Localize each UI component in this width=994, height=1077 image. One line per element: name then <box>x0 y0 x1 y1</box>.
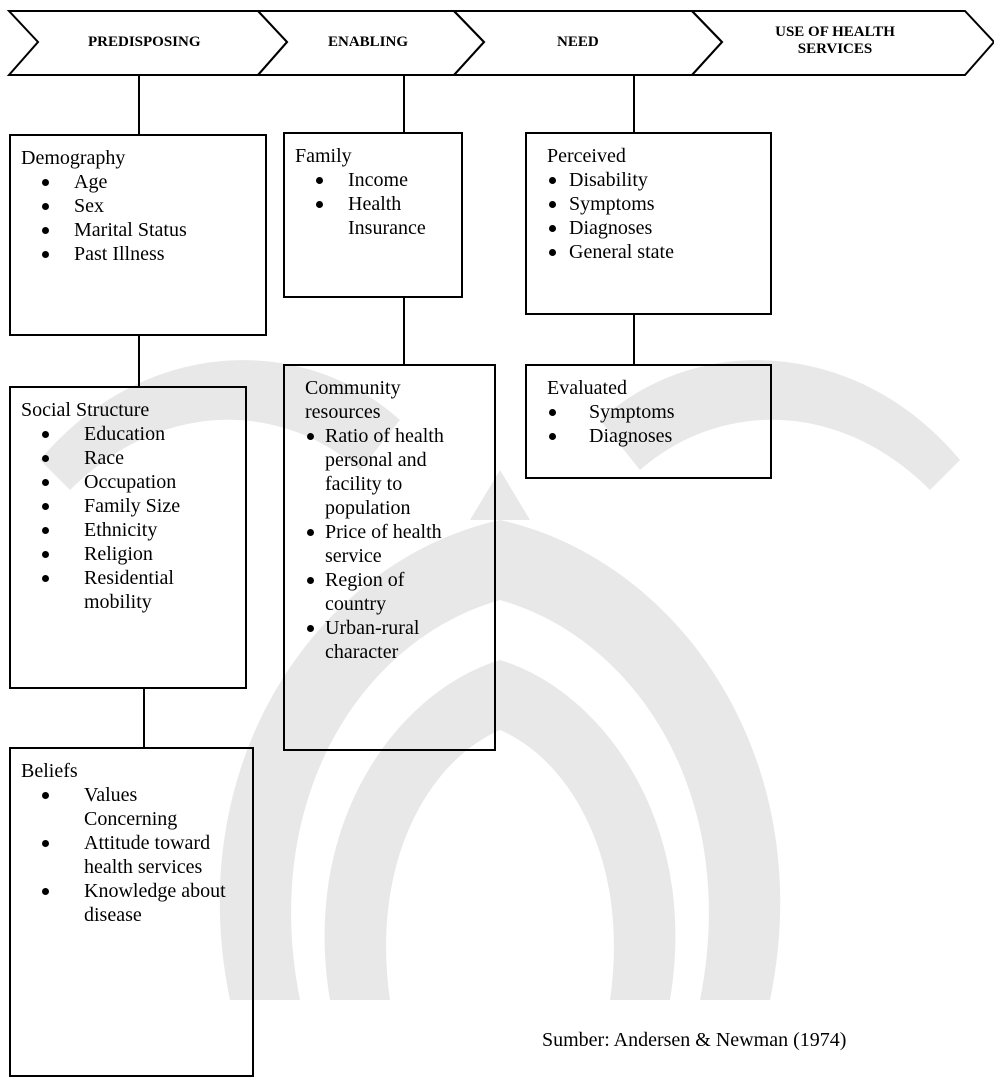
list-item: Health Insurance <box>295 192 448 240</box>
item-text: Region of country <box>325 569 405 615</box>
item-text: Age <box>74 171 108 193</box>
list-item: Income <box>295 168 461 192</box>
box-perceived: Perceived Disability Symptoms Diagnoses … <box>525 132 772 315</box>
list-item: Family Size <box>21 494 245 518</box>
stage-label-use-of-health-services: USE OF HEALTH SERVICES <box>765 24 905 58</box>
item-text: Marital Status <box>74 219 187 241</box>
evaluated-list: Symptoms Diagnoses <box>547 400 770 448</box>
item-text: Knowledge about disease <box>84 880 226 926</box>
list-item: Knowledge about disease <box>21 879 234 927</box>
list-item: General state <box>547 240 770 264</box>
item-text: Symptoms <box>589 401 675 423</box>
item-text: Attitude toward health services <box>84 832 211 878</box>
box-beliefs-title: Beliefs <box>21 760 78 782</box>
list-item: Symptoms <box>547 400 770 424</box>
list-item: Values Concerning <box>21 783 204 831</box>
stage-label-enabling: ENABLING <box>328 34 409 50</box>
list-item: Urban-rural character <box>305 616 465 664</box>
source-caption: Sumber: Andersen & Newman (1974) <box>542 1029 847 1051</box>
box-evaluated: Evaluated Symptoms Diagnoses <box>525 364 772 479</box>
connector-need-perceived <box>633 75 635 133</box>
box-demography: Demography Age Sex Marital Status Past I… <box>9 134 267 336</box>
connector-demography-social <box>138 335 140 387</box>
list-item: Price of health service <box>305 520 485 568</box>
item-text: Price of health service <box>325 521 442 567</box>
list-item: Occupation <box>21 470 245 494</box>
beliefs-list: Values Concerning Attitude toward health… <box>21 783 252 927</box>
item-text: Occupation <box>84 471 177 493</box>
list-item: Attitude toward health services <box>21 831 244 879</box>
item-text: Family Size <box>84 495 181 517</box>
item-text: Income <box>348 169 408 191</box>
box-family: Family Income Health Insurance <box>283 132 463 298</box>
item-text: Health Insurance <box>348 193 426 239</box>
connector-enabling-family <box>403 75 405 133</box>
list-item: Symptoms <box>547 192 770 216</box>
list-item: Race <box>21 446 245 470</box>
item-text: Ethnicity <box>84 519 158 541</box>
family-list: Income Health Insurance <box>295 168 461 240</box>
list-item: Marital Status <box>21 218 265 242</box>
box-social-structure-title: Social Structure <box>21 399 150 421</box>
community-resources-list: Ratio of health personal and facility to… <box>305 424 494 664</box>
box-community-resources-title: Community resources <box>305 377 401 423</box>
item-text: Residential mobility <box>84 567 174 613</box>
item-text: Values Concerning <box>84 784 178 830</box>
item-text: Religion <box>84 543 153 565</box>
connector-predisposing-demography <box>138 75 140 135</box>
connector-social-beliefs <box>143 688 145 748</box>
social-structure-list: Education Race Occupation Family Size Et… <box>21 422 245 614</box>
list-item: Religion <box>21 542 245 566</box>
box-social-structure: Social Structure Education Race Occupati… <box>9 386 247 689</box>
item-text: Education <box>84 423 166 445</box>
list-item: Ethnicity <box>21 518 245 542</box>
item-text: Race <box>84 447 124 469</box>
perceived-list: Disability Symptoms Diagnoses General st… <box>547 168 770 264</box>
item-text: Past Illness <box>74 243 165 265</box>
box-family-title: Family <box>295 145 352 167</box>
stage-label-need: NEED <box>557 34 599 50</box>
stage-label-use-line1: USE OF HEALTH <box>775 24 895 40</box>
connector-perceived-evaluated <box>633 314 635 365</box>
list-item: Diagnoses <box>547 216 770 240</box>
stage-label-predisposing: PREDISPOSING <box>88 34 201 50</box>
box-community-resources: Community resources Ratio of health pers… <box>283 364 496 751</box>
box-beliefs: Beliefs Values Concerning Attitude towar… <box>9 747 254 1077</box>
item-text: Sex <box>74 195 104 217</box>
item-text: Urban-rural character <box>325 617 420 663</box>
item-text: General state <box>569 241 674 263</box>
item-text: Disability <box>569 169 648 191</box>
list-item: Residential mobility <box>21 566 214 614</box>
box-evaluated-title: Evaluated <box>547 377 627 399</box>
stage-chevron-bar <box>6 10 994 76</box>
list-item: Sex <box>21 194 265 218</box>
item-text: Diagnoses <box>569 217 653 239</box>
list-item: Education <box>21 422 245 446</box>
connector-family-community <box>403 297 405 365</box>
list-item: Diagnoses <box>547 424 770 448</box>
chevron-use-of-health-services <box>689 10 994 76</box>
box-demography-title: Demography <box>21 147 126 169</box>
list-item: Region of country <box>305 568 465 616</box>
demography-list: Age Sex Marital Status Past Illness <box>21 170 265 266</box>
item-text: Ratio of health personal and facility to… <box>325 425 444 519</box>
box-perceived-title: Perceived <box>547 145 626 167</box>
list-item: Age <box>21 170 265 194</box>
list-item: Past Illness <box>21 242 265 266</box>
list-item: Disability <box>547 168 770 192</box>
item-text: Symptoms <box>569 193 655 215</box>
list-item: Ratio of health personal and facility to… <box>305 424 485 520</box>
item-text: Diagnoses <box>589 425 673 447</box>
stage-label-use-line2: SERVICES <box>797 41 873 57</box>
